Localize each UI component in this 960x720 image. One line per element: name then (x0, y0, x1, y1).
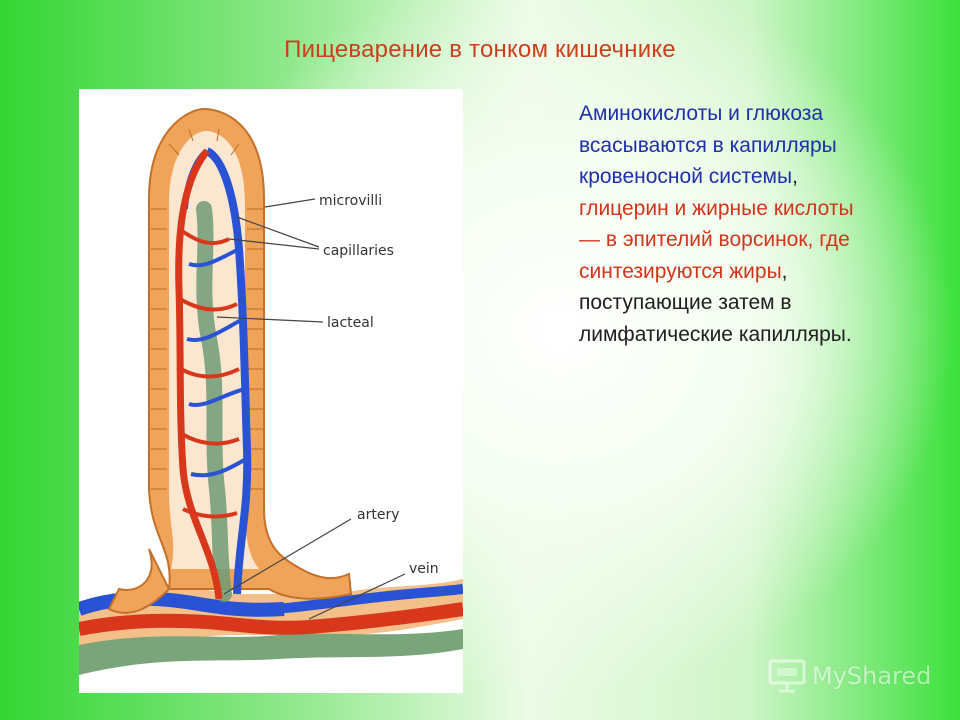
artery-capillaries (177, 227, 240, 519)
text-line-1: Аминокислоты и глюкоза (579, 102, 824, 125)
text-line-7: поступающие затем в (579, 291, 792, 314)
vein-base-right (243, 584, 463, 616)
label-lacteal: lacteal (327, 315, 374, 331)
watermark: MyShared (768, 656, 931, 696)
text-line-6: синтезируются жиры, (579, 256, 949, 288)
artery-base (79, 602, 463, 636)
text-line-6-main: синтезируются жиры (579, 259, 782, 283)
crypt-epithelium (107, 548, 171, 614)
microvilli-hatching (151, 128, 263, 490)
slide-title: Пищеварение в тонком кишечнике (284, 36, 676, 63)
vein-capillaries (186, 247, 248, 478)
label-artery: artery (357, 507, 399, 523)
description-text: Аминокислоты и глюкоза всасываются в кап… (579, 98, 949, 350)
vein-vessel (204, 147, 252, 595)
label-microvilli: microvilli (319, 193, 382, 209)
presentation-screen-icon (768, 659, 806, 693)
artery-vessel (175, 148, 223, 600)
text-line-3: кровеносной системы, (579, 161, 949, 193)
villus-diagram: microvilli capillaries lacteal artery ve… (79, 107, 463, 675)
text-line-3-main: кровеносной системы (579, 165, 793, 188)
text-line-3-comma: , (792, 165, 798, 188)
text-line-2: всасываются в капилляры (579, 133, 837, 157)
text-line-8: лимфатические капилляры. (579, 322, 852, 346)
text-line-5: — в эпителий ворсинок, где (579, 228, 850, 251)
text-line-6-comma: , (781, 259, 788, 283)
villus-illustration: microvilli capillaries lacteal artery ve… (79, 89, 463, 693)
label-vein: vein (409, 561, 439, 577)
lymph-vessel-base (79, 629, 463, 675)
label-capillaries: capillaries (323, 243, 394, 259)
text-line-4: глицерин и жирные кислоты (579, 196, 854, 220)
watermark-text: MyShared (812, 662, 932, 690)
lacteal-vessel (196, 201, 232, 602)
label-leaders (216, 198, 406, 620)
